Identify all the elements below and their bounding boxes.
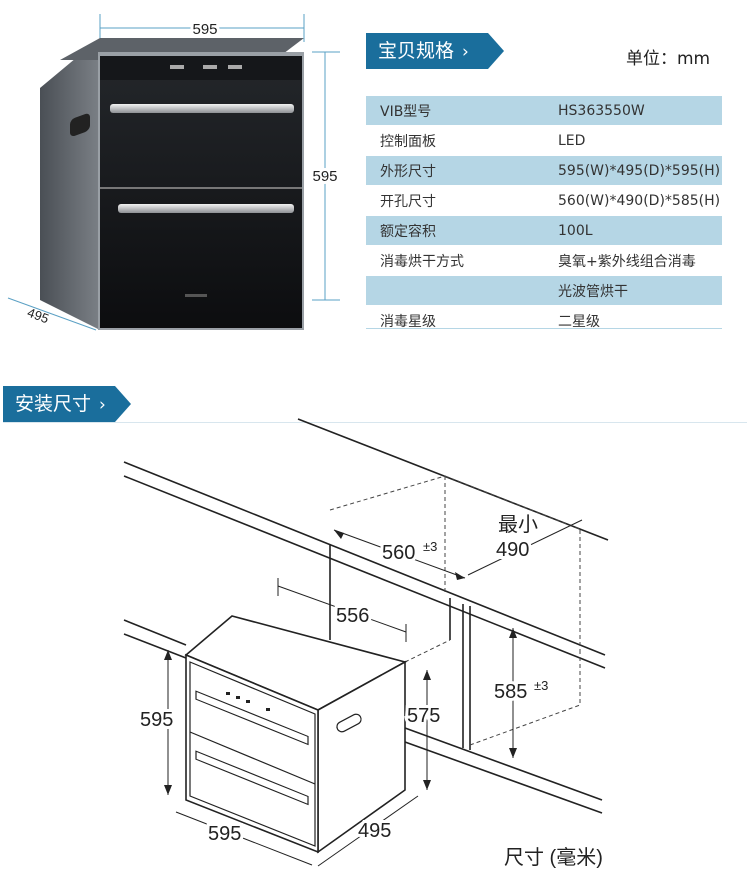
- dim-min-depth: 490: [496, 539, 529, 561]
- spec-value: 光波管烘干: [550, 275, 722, 306]
- table-row: 消毒烘干方式臭氧+紫外线组合消毒: [366, 245, 722, 276]
- dim-min-label: 最小: [498, 513, 538, 536]
- installation-diagram: 560 ±3 最小 490 556 585 ±3 595 575 595 495…: [123, 418, 609, 869]
- dim-opening-width: 560: [382, 542, 415, 564]
- dim-front-height: 595: [140, 709, 173, 731]
- chevron-right-icon: ›: [462, 42, 469, 62]
- install-section-rule: [3, 422, 747, 423]
- dim-front-width: 595: [208, 823, 241, 845]
- product-dim-height: 595: [312, 168, 337, 185]
- dim-opening-height-tol: ±3: [534, 678, 548, 693]
- product-image: 595 595 495: [7, 14, 341, 331]
- dim-body-top-width: 556: [336, 605, 369, 627]
- install-section-tab: 安装尺寸 ›: [3, 386, 131, 422]
- table-row: 消毒星级二星级: [366, 305, 722, 336]
- spec-label: 控制面板: [366, 125, 550, 156]
- spec-section-tab: 宝贝规格 ›: [366, 33, 504, 69]
- spec-value: 二星级: [550, 305, 722, 336]
- spec-label: 额定容积: [366, 215, 550, 246]
- spec-value: 100L: [550, 215, 722, 246]
- spec-value: 595(W)*495(D)*595(H): [550, 155, 722, 186]
- spec-section-title: 宝贝规格: [378, 40, 455, 62]
- spec-value: HS363550W: [550, 96, 722, 126]
- product-dim-depth: 495: [25, 305, 51, 327]
- spec-label: VIB型号: [366, 96, 550, 126]
- spec-label: 外形尺寸: [366, 155, 550, 186]
- unit-note: 尺寸 (毫米): [504, 846, 603, 869]
- spec-table-bottom-rule: [366, 328, 722, 329]
- dim-side-height: 575: [407, 705, 440, 727]
- spec-value: 560(W)*490(D)*585(H): [550, 185, 722, 216]
- unit-label: 单位：mm: [626, 49, 711, 69]
- spec-value: LED: [550, 125, 722, 156]
- dim-opening-height: 585: [494, 681, 527, 703]
- dim-depth: 495: [358, 820, 391, 842]
- spec-label: [366, 275, 550, 306]
- chevron-right-icon: ›: [99, 395, 106, 415]
- dim-opening-width-tol: ±3: [423, 539, 437, 554]
- product-dim-width: 595: [192, 21, 217, 38]
- spec-value: 臭氧+紫外线组合消毒: [550, 245, 722, 276]
- install-section-title: 安装尺寸: [15, 393, 92, 415]
- table-row: 光波管烘干: [366, 275, 722, 306]
- spec-label: 消毒烘干方式: [366, 245, 550, 276]
- spec-label: 消毒星级: [366, 305, 550, 336]
- spec-label: 开孔尺寸: [366, 185, 550, 216]
